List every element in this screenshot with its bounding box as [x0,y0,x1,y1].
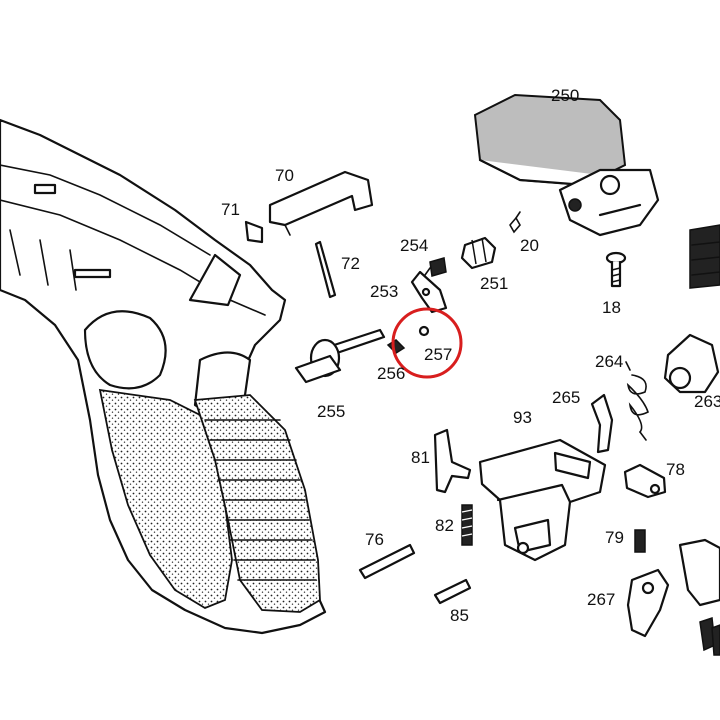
label-255: 255 [317,402,345,421]
label-85: 85 [450,606,469,625]
label-267: 267 [587,590,615,609]
part-93-trigger-housing [478,438,607,562]
label-263: 263 [694,392,720,411]
part-250-slide-housing [473,93,660,237]
label-257: 257 [424,345,452,364]
label-71: 71 [221,200,240,219]
part-labels: 70 71 72 250 254 20 251 253 18 257 256 2… [221,86,720,625]
part-76-pin [358,543,416,580]
part-70-slide-lever [268,170,374,236]
part-257-tiny-ring [418,325,430,337]
part-82-spring [461,504,473,546]
label-253: 253 [370,282,398,301]
part-255-takedown-lever [294,328,386,384]
label-250: 250 [551,86,579,105]
part-72-pin [314,240,337,299]
part-253-lever [410,270,448,314]
part-254-spring-bracket [424,257,447,277]
label-264: 264 [595,352,623,371]
label-265: 265 [552,388,580,407]
part-251-cylinder [460,236,497,270]
label-20: 20 [520,236,539,255]
label-82: 82 [435,516,454,535]
label-72: 72 [341,254,360,273]
part-20-small-spring [509,211,521,234]
label-79: 79 [605,528,624,547]
partial-slide-part-edge [689,224,720,289]
part-263-hammer [663,333,720,394]
label-93: 93 [513,408,532,427]
part-85-pin [433,578,472,605]
label-70: 70 [275,166,294,185]
part-267-lever [626,568,670,638]
part-256-spring [386,339,406,354]
part-81-trigger-bar [433,428,472,494]
partial-parts-right-edge [678,538,720,656]
part-265-sear [590,393,614,454]
label-18: 18 [602,298,621,317]
label-78: 78 [666,460,685,479]
part-18-screw [605,251,627,288]
label-76: 76 [365,530,384,549]
part-264-coil-spring [625,361,649,441]
label-81: 81 [411,448,430,467]
part-78-block [623,463,667,499]
pistol-frame [0,118,327,635]
part-79-spring [634,529,646,553]
highlight-circle-257 [391,307,463,379]
part-71-small-clip [244,220,264,244]
label-256: 256 [377,364,405,383]
label-251: 251 [480,274,508,293]
label-254: 254 [400,236,428,255]
